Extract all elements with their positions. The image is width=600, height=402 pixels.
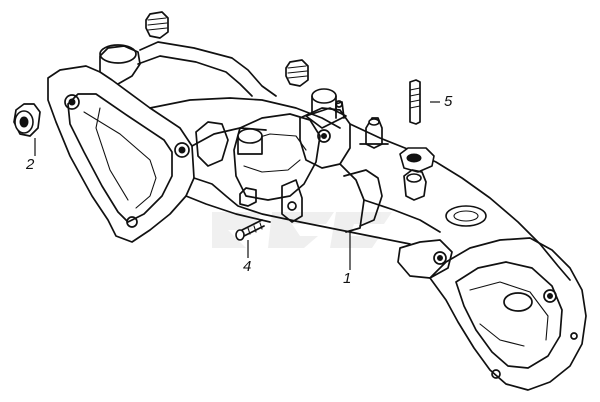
bushing-top [145, 11, 169, 39]
bolt-drop-plate [239, 187, 257, 207]
bushing-rib [237, 128, 263, 155]
callout-part-5: 5 [444, 93, 453, 110]
stud-part-5 [409, 79, 421, 125]
spacer-cylinder [311, 88, 337, 113]
bolt-center-top [359, 117, 389, 149]
bushing-center [285, 59, 309, 87]
watermark-logo [212, 212, 392, 248]
washer-nut-right [399, 147, 435, 201]
bushing-part-2 [13, 103, 41, 137]
callout-part-1: 1 [343, 270, 352, 287]
leader-lines [34, 101, 440, 270]
screw-part-4 [235, 219, 265, 241]
main-bracket [47, 41, 587, 391]
callout-part-4: 4 [243, 258, 252, 275]
callout-part-2: 2 [26, 156, 35, 173]
